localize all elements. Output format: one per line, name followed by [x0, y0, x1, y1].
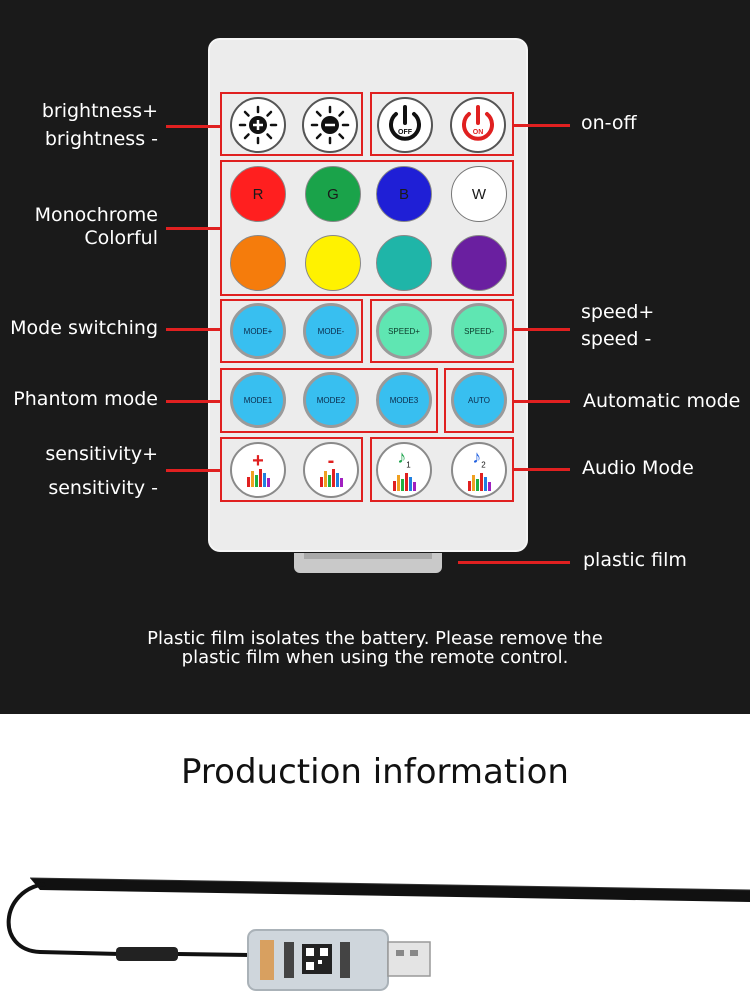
- brightness-up-button[interactable]: [230, 97, 286, 153]
- audio-mode-group: [370, 437, 514, 502]
- power-off-label: OFF: [398, 129, 412, 136]
- audio-mode1-button[interactable]: ♪1: [376, 442, 432, 498]
- plus-icon: +: [252, 450, 264, 472]
- usb-plug: [387, 941, 431, 977]
- blue-button[interactable]: B: [376, 166, 432, 222]
- battery-note-line2: plastic film when using the remote contr…: [181, 647, 569, 668]
- phantom-mode-group: [220, 368, 438, 433]
- speed-group: [370, 299, 514, 363]
- equalizer-bars-icon: [246, 469, 270, 487]
- led-strip: [29, 877, 750, 902]
- white-button[interactable]: W: [451, 166, 507, 222]
- phantom-mode-label: Phantom mode: [13, 388, 158, 410]
- on-off-label: on-off: [581, 112, 637, 134]
- audio1-sub: 1: [406, 460, 411, 470]
- green-button[interactable]: G: [305, 166, 361, 222]
- speed-plus-label: SPEED+: [388, 326, 420, 336]
- sensitivity-group: [220, 437, 363, 502]
- phantom-connector: [166, 400, 220, 403]
- mode-plus-button[interactable]: MODE+: [230, 303, 286, 359]
- mode-switch-connector: [166, 328, 220, 331]
- white-button-label: W: [471, 185, 487, 203]
- plastic-film-label: plastic film: [583, 549, 687, 571]
- red-button-label: R: [252, 185, 264, 203]
- brightness-connector: [166, 125, 220, 128]
- orange-button[interactable]: [230, 235, 286, 291]
- green-button-label: G: [327, 185, 339, 203]
- music-note-icon: ♪1: [397, 446, 411, 470]
- mode2-label: MODE2: [316, 395, 346, 405]
- mode-minus-button[interactable]: MODE-: [303, 303, 359, 359]
- speed-minus-label: speed -: [581, 328, 652, 350]
- yellow-button[interactable]: [305, 235, 361, 291]
- speed-minus-button[interactable]: SPEED-: [451, 303, 507, 359]
- plastic-film-tab: [294, 553, 442, 573]
- color-connector: [166, 227, 220, 230]
- mode1-button[interactable]: MODE1: [230, 372, 286, 428]
- power-group: [370, 92, 514, 156]
- automatic-mode-label: Automatic mode: [583, 390, 741, 412]
- power-icon: [389, 105, 421, 141]
- sensitivity-minus-label: sensitivity -: [48, 477, 158, 499]
- blue-button-label: B: [398, 185, 409, 203]
- auto-mode-group: [444, 368, 514, 433]
- brightness-down-button[interactable]: [302, 97, 358, 153]
- mode3-label: MODE3: [389, 395, 419, 405]
- speed-connector: [514, 328, 570, 331]
- sun-plus-icon: [238, 105, 278, 145]
- power-off-button[interactable]: OFF: [377, 97, 433, 153]
- equalizer-bars-icon: [467, 473, 491, 492]
- production-information-title: Production information: [181, 752, 569, 792]
- cable: [6, 882, 121, 956]
- power-on-button[interactable]: ON: [450, 97, 506, 153]
- mode3-button[interactable]: MODE3: [376, 372, 432, 428]
- mode-switching-label: Mode switching: [10, 317, 158, 339]
- teal-button[interactable]: [376, 235, 432, 291]
- mode2-button[interactable]: MODE2: [303, 372, 359, 428]
- audio2-sub: 2: [481, 460, 486, 470]
- led-strip-usb-controller-photo: [6, 877, 750, 991]
- sensitivity-connector: [166, 469, 220, 472]
- audio-mode-label: Audio Mode: [582, 457, 694, 479]
- audio-mode2-button[interactable]: ♪2: [451, 442, 507, 498]
- mode-minus-label: MODE-: [317, 326, 345, 336]
- monochrome-label: Monochrome: [34, 204, 158, 226]
- speed-minus-label: SPEED-: [464, 326, 494, 336]
- sensitivity-minus-button[interactable]: -: [303, 442, 359, 498]
- purple-button[interactable]: [451, 235, 507, 291]
- remote-diagram-panel: OFF ON R G B W MODE+ MODE- SPEED+ SPEED-…: [0, 0, 750, 714]
- minus-icon: -: [327, 450, 335, 472]
- auto-button[interactable]: AUTO: [451, 372, 507, 428]
- usb-controller: [247, 929, 431, 991]
- equalizer-bars-icon: [319, 469, 343, 487]
- color-group: [220, 160, 514, 296]
- speed-plus-button[interactable]: SPEED+: [376, 303, 432, 359]
- brightness-group: [220, 92, 363, 156]
- sensitivity-plus-button[interactable]: +: [230, 442, 286, 498]
- auto-label: AUTO: [467, 395, 491, 405]
- mode-plus-label: MODE+: [243, 326, 273, 336]
- battery-note-line1: Plastic film isolates the battery. Pleas…: [147, 628, 603, 649]
- music-note-icon: ♪2: [472, 446, 486, 470]
- cable-connector: [116, 947, 178, 961]
- power-on-label: ON: [472, 129, 484, 136]
- sun-minus-icon: [310, 105, 350, 145]
- auto-connector: [514, 400, 570, 403]
- red-button[interactable]: R: [230, 166, 286, 222]
- equalizer-bars-icon: [392, 473, 416, 492]
- brightness-minus-label: brightness -: [44, 128, 158, 150]
- sensitivity-plus-label: sensitivity+: [45, 443, 158, 465]
- film-connector: [458, 561, 570, 564]
- mode-switch-group: [220, 299, 363, 363]
- colorful-label: Colorful: [84, 227, 158, 249]
- onoff-connector: [514, 124, 570, 127]
- brightness-plus-label: brightness+: [41, 100, 158, 122]
- audio-connector: [514, 468, 570, 471]
- speed-plus-label: speed+: [581, 301, 655, 323]
- power-icon: [462, 105, 494, 141]
- mode1-label: MODE1: [243, 395, 273, 405]
